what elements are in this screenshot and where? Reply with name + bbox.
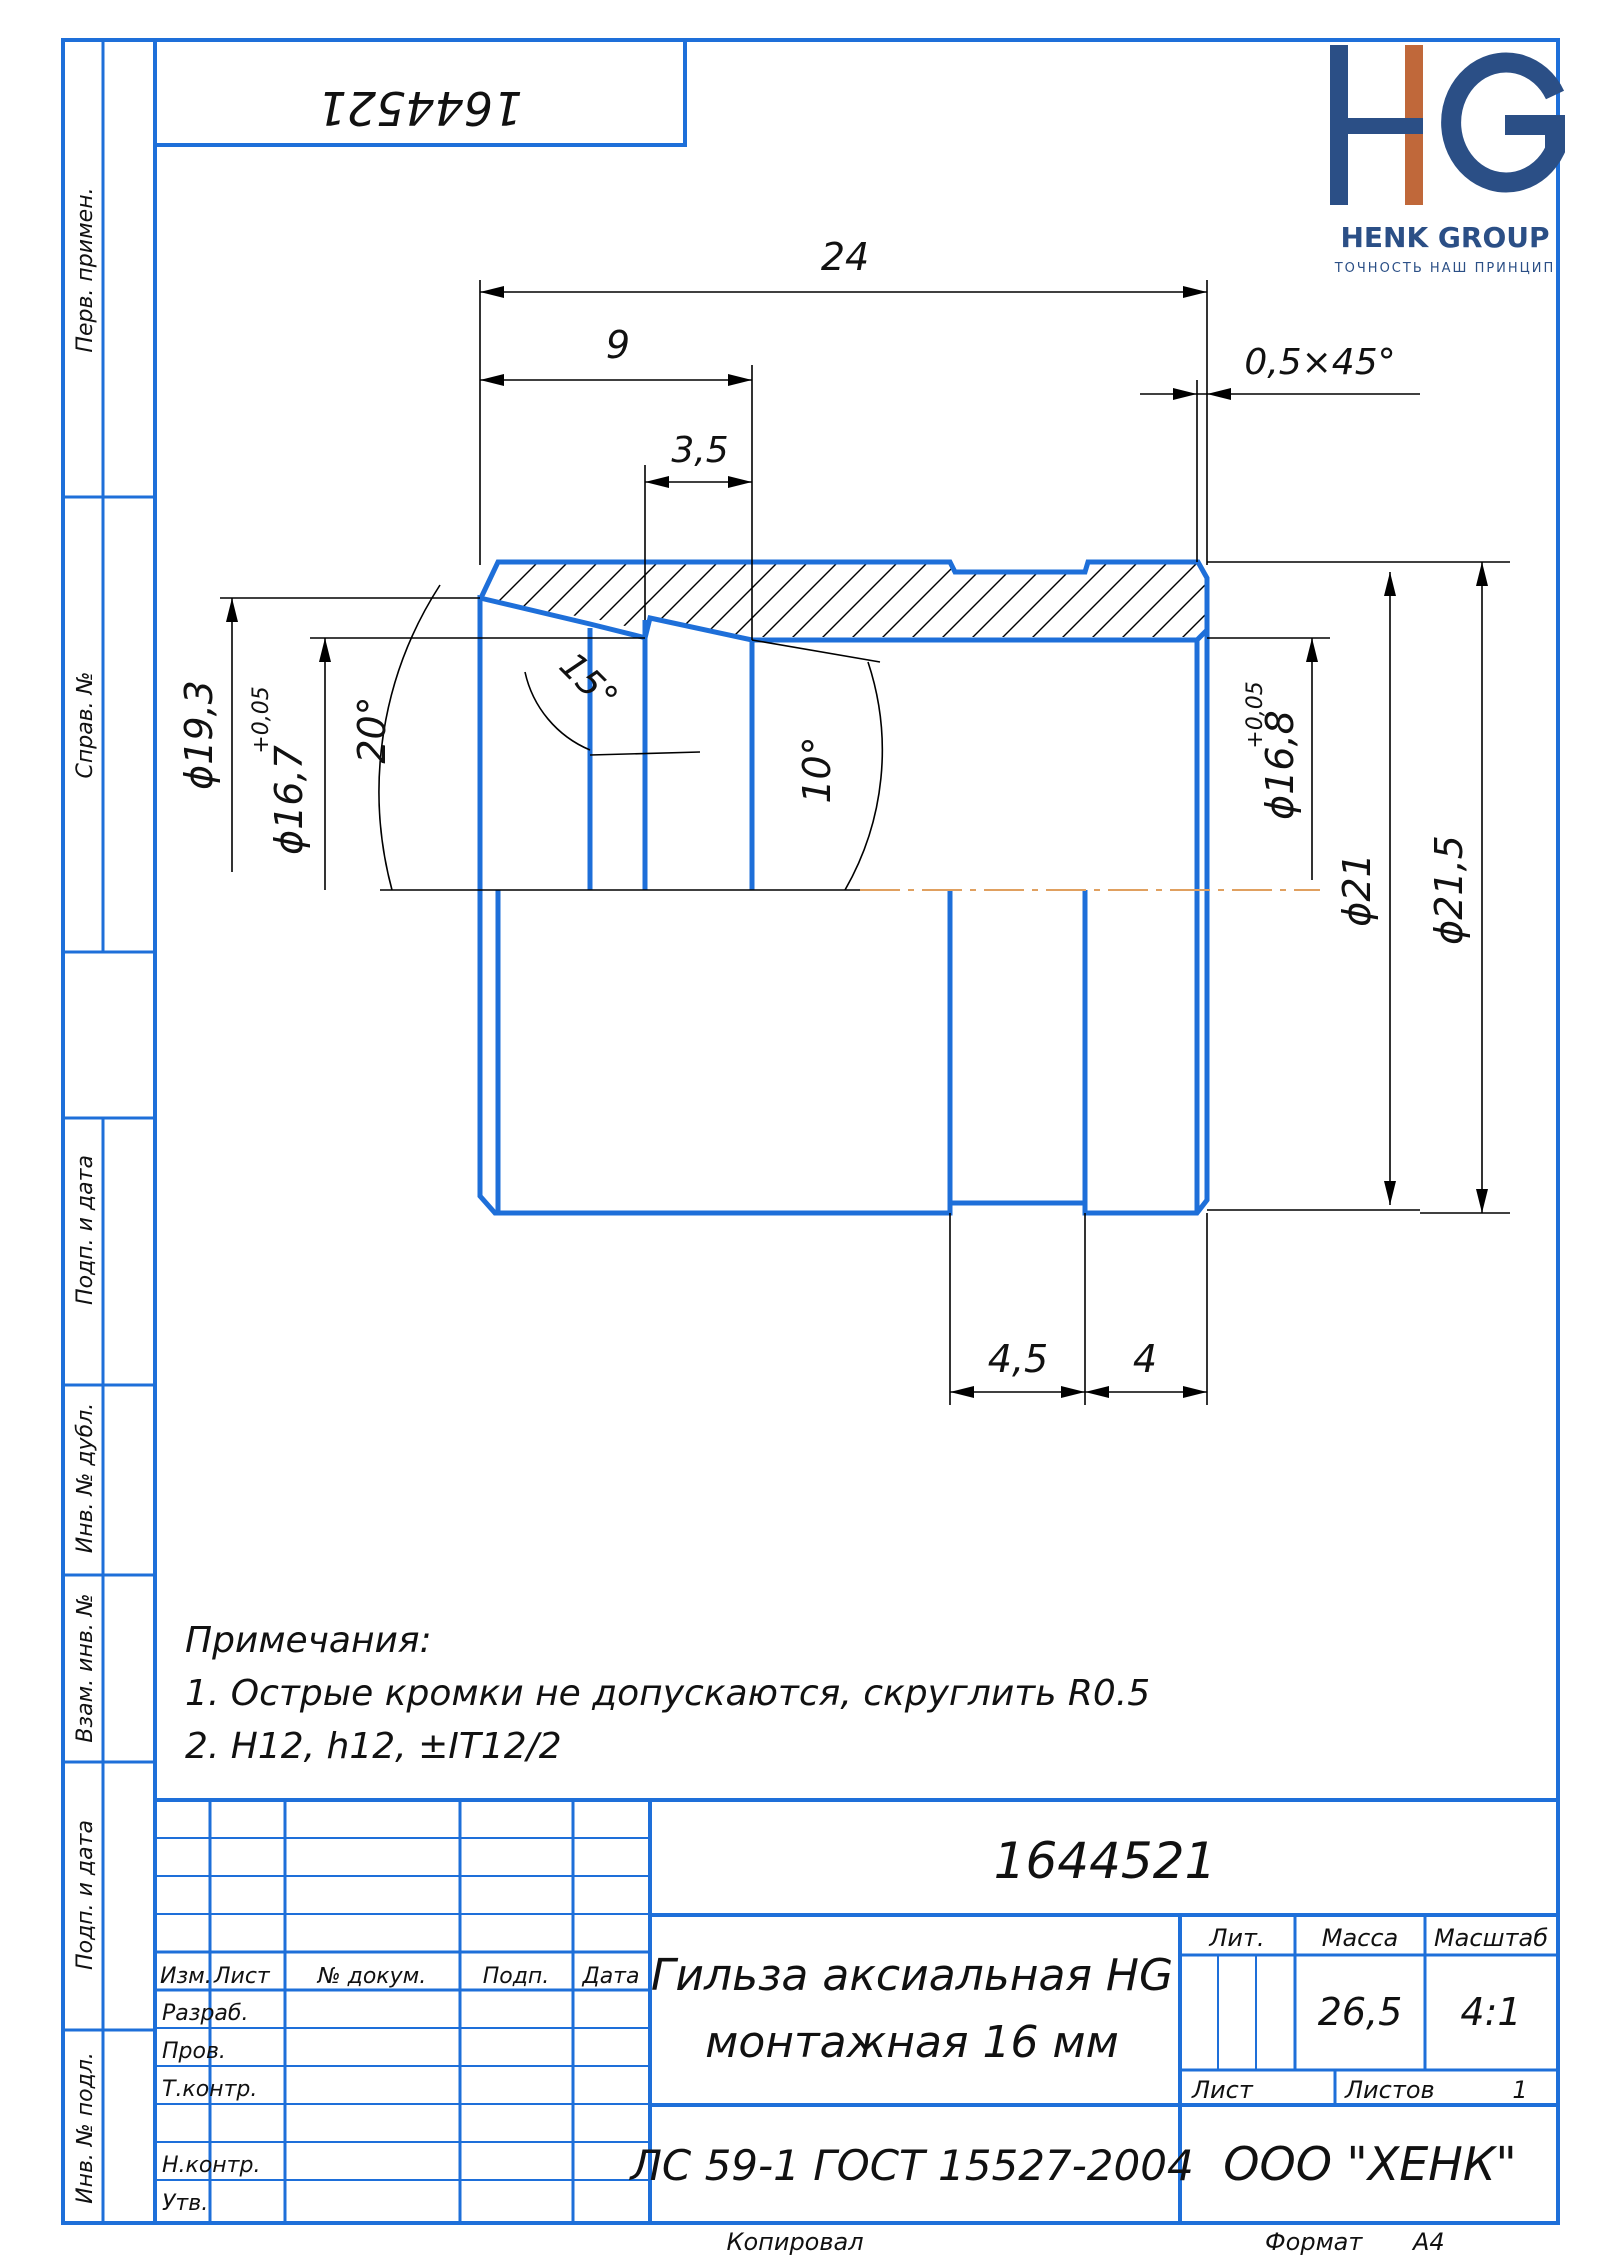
role-prov: Пров. (162, 2039, 226, 2064)
dim-dia-16-7: ϕ16,7 (267, 745, 311, 855)
dim-9: 9 (606, 323, 630, 367)
role-utv: Утв. (162, 2191, 208, 2216)
header-date: Дата (582, 1964, 640, 1989)
notes-title: Примечания: (185, 1620, 432, 1661)
dim-dia-19-3: ϕ19,3 (177, 680, 221, 790)
header-izm: Изм. (160, 1964, 212, 1989)
dim-angle-15: 15° (551, 645, 625, 719)
side-label-vzam-inv: Взам. инв. № (73, 1593, 98, 1742)
top-stamp-number: 1644521 (318, 81, 523, 135)
header-sign: Подп. (483, 1964, 550, 1989)
footer-format-label: Формат (1265, 2228, 1363, 2256)
henk-group-logo: HENK GROUP ТОЧНОСТЬ НАШ ПРИНЦИП (1330, 45, 1565, 276)
sheets-label: Листов (1344, 2076, 1435, 2104)
arc-15 (524, 671, 591, 751)
side-label-inv-dubl: Инв. № дубл. (73, 1403, 98, 1554)
title-company: ООО "ХЕНК" (1223, 2137, 1516, 2191)
title-block (155, 1798, 1558, 2223)
side-label-sprav: Справ. № (73, 671, 98, 778)
side-label-podp-data-1: Подп. и дата (73, 1155, 98, 1305)
mass-label: Масса (1322, 1924, 1399, 1952)
dim-chamfer: 0,5×45° (1244, 342, 1395, 383)
top-stamp-box (153, 38, 687, 147)
side-label-inv-podl: Инв. № подл. (73, 2052, 98, 2204)
logo-name: HENK GROUP (1340, 221, 1549, 254)
dim-dia-21-5: ϕ21,5 (1427, 835, 1471, 945)
footer-format: А4 (1411, 2228, 1445, 2256)
lit-label: Лит. (1208, 1924, 1264, 1952)
header-doc: № докум. (317, 1964, 426, 1989)
footer-copied: Копировал (726, 2228, 863, 2256)
role-tkontr: Т.контр. (162, 2077, 257, 2102)
side-label-podp-data-2: Подп. и дата (73, 1820, 98, 1970)
mass-value: 26,5 (1318, 1990, 1403, 2034)
dim-24: 24 (821, 235, 869, 279)
dim-arrow-16-8 (1306, 638, 1318, 662)
dim-angle-20: 20° (350, 696, 394, 763)
role-razrab: Разраб. (162, 2001, 248, 2026)
dim-angle-10: 10° (795, 736, 839, 803)
arc-20 (378, 584, 441, 891)
note-2: 2. H12, h12, ±IT12/2 (185, 1726, 562, 1767)
title-drawing-number: 1644521 (994, 1832, 1217, 1890)
sheets-value: 1 (1512, 2076, 1527, 2104)
dim-dia-16-8-tol: +0,05 (1243, 681, 1268, 748)
outer-frame (61, 38, 1560, 2225)
note-1: 1. Острые кромки не допускаются, скругли… (185, 1673, 1150, 1714)
dim-arrow-16-7 (319, 638, 331, 662)
dim-dia-21: ϕ21 (1335, 853, 1379, 926)
dim-groove-4-5: 4,5 (988, 1337, 1048, 1381)
title-material: ЛС 59-1 ГОСТ 15527-2004 (628, 2141, 1193, 2190)
ext-line-10 (751, 639, 881, 663)
scale-label: Масштаб (1434, 1924, 1548, 1952)
part-lower-outline (477, 890, 1210, 1216)
side-label-perv-primen: Перв. примен. (73, 187, 98, 352)
leader-15 (589, 751, 701, 756)
role-nkontr: Н.контр. (162, 2153, 260, 2178)
header-list: Лист (213, 1964, 271, 1989)
dim-arrows-groove (950, 1386, 1207, 1398)
dim-dia-16-7-tol: +0,05 (249, 686, 274, 753)
sheet-label: Лист (1191, 2076, 1254, 2104)
title-name-line1: Гильза аксиальная HG (651, 1950, 1173, 2001)
dim-dia-16-8: ϕ16,8 (1258, 710, 1302, 820)
dim-arrows-chamfer (1173, 388, 1231, 400)
dim-arrows-3-5 (645, 476, 752, 488)
dim-3-5: 3,5 (671, 430, 728, 471)
arc-10 (844, 661, 884, 891)
dim-groove-4: 4 (1133, 1337, 1157, 1381)
scale-value: 4:1 (1460, 1990, 1521, 2034)
title-name-line2: монтажная 16 мм (705, 2017, 1119, 2068)
dim-arrow-19-3 (226, 598, 238, 622)
logo-slogan: ТОЧНОСТЬ НАШ ПРИНЦИП (1334, 261, 1556, 276)
